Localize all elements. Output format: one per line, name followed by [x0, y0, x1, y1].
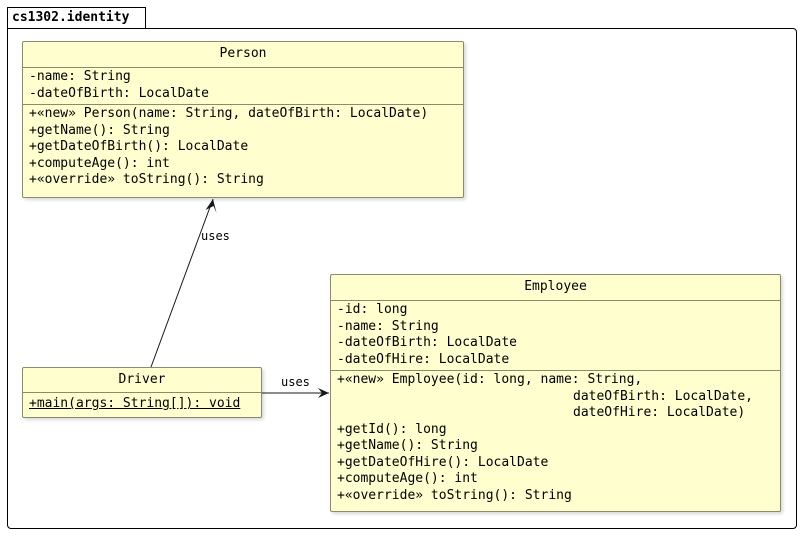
class-name-person: Person	[23, 42, 463, 68]
methods-employee: +«new» Employee(id: long, name: String, …	[331, 370, 780, 506]
method-continuation: dateOfHire: LocalDate)	[573, 405, 746, 420]
method: +getId(): long	[337, 421, 447, 437]
method-continuation: dateOfBirth: LocalDate,	[573, 388, 754, 404]
relation-line-driver-person	[150, 198, 214, 368]
method: +computeAge(): int	[337, 471, 478, 486]
relation-label-driver-employee: uses	[281, 375, 310, 389]
method: +getDateOfHire(): LocalDate	[337, 454, 549, 470]
method: +getDateOfBirth(): LocalDate	[29, 139, 249, 154]
relation-label-driver-person: uses	[201, 229, 230, 243]
method: +«override» toString(): String	[29, 172, 264, 187]
package-name: cs1302.identity	[12, 10, 130, 25]
static-method: +main(args: String[]): void	[29, 396, 241, 411]
class-employee[interactable]: Employee -id: long -name: String -dateOf…	[330, 274, 781, 512]
method: +computeAge(): int	[29, 155, 170, 171]
field: -id: long	[337, 302, 408, 317]
field: -name: String	[29, 69, 131, 84]
method: +getName(): String	[337, 438, 478, 453]
fields-employee: -id: long -name: String -dateOfBirth: Lo…	[331, 301, 780, 370]
methods-person: +«new» Person(name: String, dateOfBirth:…	[23, 104, 463, 191]
class-driver[interactable]: Driver +main(args: String[]): void	[22, 367, 262, 418]
field: -name: String	[337, 318, 439, 334]
package-tab: cs1302.identity	[7, 7, 146, 28]
fields-person: -name: String -dateOfBirth: LocalDate	[23, 68, 463, 104]
method: +«override» toString(): String	[337, 487, 572, 503]
field: -dateOfBirth: LocalDate	[29, 85, 210, 101]
field: -dateOfBirth: LocalDate	[337, 335, 518, 350]
arrowhead-person	[205, 199, 217, 213]
method: +getName(): String	[29, 122, 170, 138]
class-name-driver: Driver	[23, 368, 261, 393]
class-name-employee: Employee	[331, 275, 780, 301]
method: +«new» Employee(id: long, name: String,	[337, 372, 643, 387]
arrowhead-employee	[318, 388, 329, 398]
methods-driver: +main(args: String[]): void	[23, 393, 261, 415]
method: +«new» Person(name: String, dateOfBirth:…	[29, 106, 429, 121]
field: -dateOfHire: LocalDate	[337, 351, 510, 367]
class-person[interactable]: Person -name: String -dateOfBirth: Local…	[22, 41, 464, 198]
